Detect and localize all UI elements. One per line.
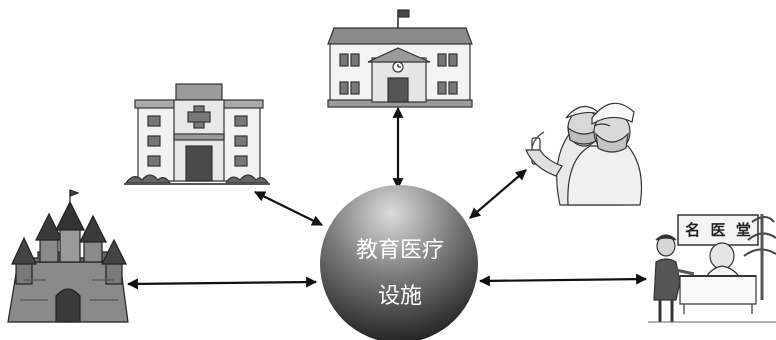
arrow-nurses — [469, 169, 527, 219]
arrows — [126, 106, 648, 290]
doctor-clinic-icon — [648, 214, 776, 323]
arrow-castle — [126, 276, 318, 290]
center-hub-label-line-1: 教育医疗 — [355, 238, 444, 263]
signboard-char-2: 医 — [710, 221, 726, 239]
signboard-char-1: 名 — [685, 221, 701, 239]
nurses-icon — [525, 102, 643, 206]
signboard-char-3: 堂 — [735, 221, 751, 239]
school-building-icon — [327, 9, 473, 108]
center-hub-label: 教育医疗 设施 — [318, 228, 482, 320]
hospital-icon — [124, 83, 270, 185]
center-hub-circle — [320, 185, 478, 340]
center-hub-label-line-2: 设施 — [377, 284, 422, 309]
castle-icon — [7, 189, 129, 323]
arrow-hospital — [254, 191, 323, 226]
signboard-text: 名 医 堂 — [680, 219, 756, 240]
arrow-doctor — [478, 273, 648, 287]
